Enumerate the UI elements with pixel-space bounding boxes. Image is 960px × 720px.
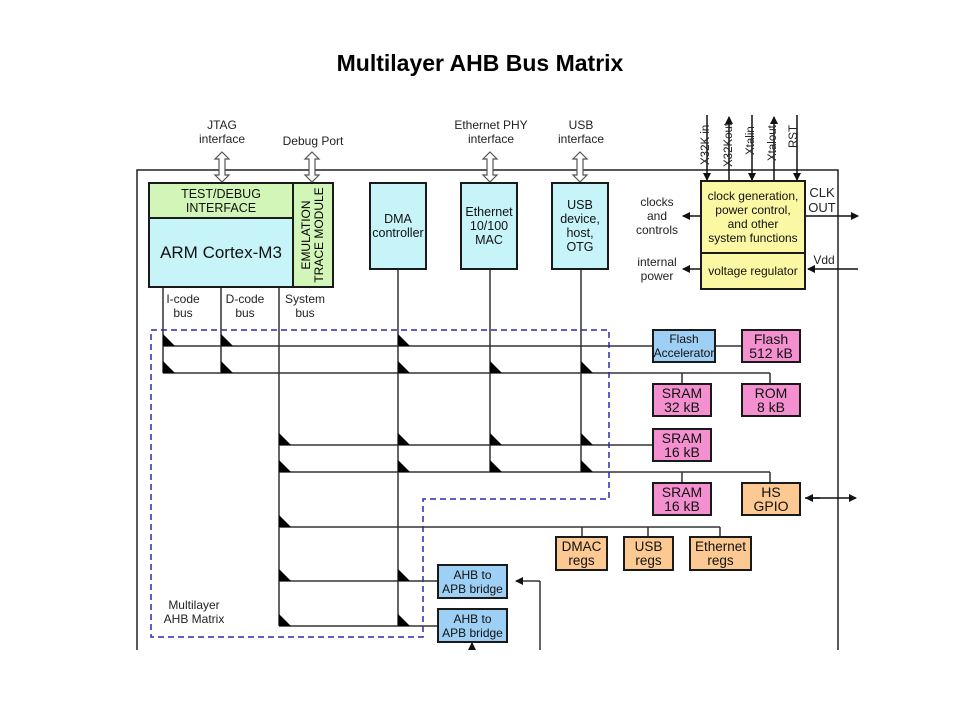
dcode-bus-label: D-code bus — [225, 292, 265, 320]
arm-cortex-m3: ARM Cortex-M3 — [148, 217, 294, 288]
x32kout-label: X32Kout — [723, 122, 735, 167]
sram-32kb: SRAM 32 kB — [652, 383, 712, 417]
switch-point — [279, 614, 291, 626]
jtag-interface-label: JTAG interface — [198, 118, 246, 146]
xtalin-label: Xtalin — [745, 126, 757, 155]
switch-point — [581, 433, 593, 445]
system-bus-label: System bus — [284, 292, 325, 320]
flash-accelerator: Flash Accelerator — [652, 329, 716, 363]
switch-points — [163, 334, 593, 626]
x32kin-label: X32K in — [700, 124, 712, 165]
ahb-apb-bridge-1: AHB to APB bridge — [437, 564, 508, 599]
hs-gpio: HS GPIO — [741, 482, 801, 516]
sram-16kb-a: SRAM 16 kB — [652, 428, 712, 462]
clk-out-label: CLK OUT — [808, 185, 836, 215]
ethernet-mac: Ethernet 10/100 MAC — [460, 182, 518, 270]
clock-generation-block: clock generation, power control, and oth… — [700, 180, 806, 254]
switch-point — [163, 334, 175, 346]
internal-power-label: internal power — [637, 255, 677, 283]
switch-point — [279, 460, 291, 472]
vdd-label: Vdd — [813, 253, 835, 267]
rom-8kb: ROM 8 kB — [741, 383, 801, 417]
usb-regs: USB regs — [623, 536, 674, 571]
test-debug-interface: TEST/DEBUG INTERFACE — [148, 182, 294, 219]
emulation-label: EMULATION TRACE MODULE — [299, 187, 326, 283]
emulation-trace-module: EMULATION TRACE MODULE — [292, 182, 334, 288]
switch-point — [279, 569, 291, 581]
ethernet-phy-label: Ethernet PHY interface — [454, 118, 528, 146]
dma-controller: DMA controller — [369, 182, 427, 270]
debug-port-arrow-icon — [303, 151, 321, 183]
voltage-regulator: voltage regulator — [700, 252, 806, 290]
switch-point — [221, 334, 233, 346]
switch-point — [398, 614, 410, 626]
usb-controller: USB device, host, OTG — [551, 182, 609, 270]
switch-point — [279, 433, 291, 445]
usb-interface-label: USB interface — [557, 118, 605, 146]
sram-16kb-b: SRAM 16 kB — [652, 482, 712, 516]
switch-point — [490, 460, 502, 472]
page-title: Multilayer AHB Bus Matrix — [336, 50, 624, 76]
matrix-label: Multilayer AHB Matrix — [163, 598, 225, 626]
switch-point — [221, 361, 233, 373]
matrix-boundary — [150, 329, 610, 638]
switch-point — [398, 569, 410, 581]
debug-port-label: Debug Port — [282, 134, 344, 148]
rst-label: RST — [788, 125, 800, 148]
icode-bus-label: I-code bus — [166, 292, 200, 320]
switch-point — [581, 361, 593, 373]
flash-512kb: Flash 512 kB — [741, 329, 801, 363]
ahb-apb-bridge-2: AHB to APB bridge — [437, 608, 508, 643]
switch-point — [398, 433, 410, 445]
dmac-regs: DMAC regs — [555, 536, 608, 571]
switch-point — [398, 361, 410, 373]
switch-point — [279, 515, 291, 527]
ethernet-regs: Ethernet regs — [689, 536, 752, 571]
ethernet-phy-arrow-icon — [481, 151, 499, 183]
usb-arrow-icon — [571, 151, 589, 183]
xtalout-label: Xtalout — [767, 125, 779, 161]
switch-point — [490, 433, 502, 445]
clocks-controls-label: clocks and controls — [635, 195, 679, 237]
switch-point — [581, 460, 593, 472]
jtag-arrow-icon — [213, 151, 231, 183]
switch-point — [490, 361, 502, 373]
switch-point — [398, 334, 410, 346]
switch-point — [398, 460, 410, 472]
switch-point — [163, 361, 175, 373]
